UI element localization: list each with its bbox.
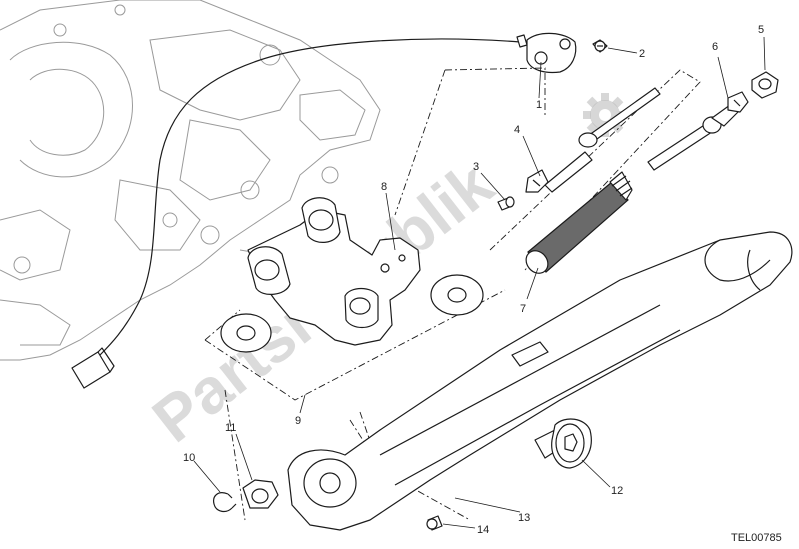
callout-10: 10 bbox=[183, 452, 195, 464]
pin-part-6 bbox=[647, 91, 749, 171]
nut-part-5 bbox=[751, 71, 779, 99]
callout-6: 6 bbox=[712, 41, 718, 53]
side-stand-leg bbox=[287, 231, 793, 531]
callout-7: 7 bbox=[520, 303, 526, 315]
callout-9: 9 bbox=[295, 415, 301, 427]
engine-casing-outline bbox=[0, 0, 381, 361]
nut-part-11 bbox=[242, 479, 279, 509]
screw-part-3 bbox=[497, 196, 515, 211]
spring-part-7 bbox=[525, 171, 633, 274]
callout-4: 4 bbox=[514, 124, 520, 136]
leader-lines bbox=[193, 36, 766, 529]
sidestand-sensor-cable bbox=[71, 32, 577, 389]
callout-8: 8 bbox=[381, 181, 387, 193]
callout-11: 11 bbox=[225, 422, 236, 434]
callout-2: 2 bbox=[639, 48, 645, 60]
reference-code: TEL00785 bbox=[731, 532, 782, 544]
callout-3: 3 bbox=[473, 161, 479, 173]
callout-13: 13 bbox=[518, 512, 530, 524]
callout-14: 14 bbox=[477, 524, 489, 536]
sidestand-bracket bbox=[247, 197, 421, 346]
callout-5: 5 bbox=[758, 24, 764, 36]
bolt-part-12 bbox=[534, 418, 592, 469]
washers-part-9 bbox=[220, 274, 484, 353]
pin-part-4 bbox=[525, 87, 661, 193]
callout-labels: 1 2 3 4 5 6 7 8 9 10 11 12 13 14 bbox=[183, 24, 764, 536]
callout-12: 12 bbox=[611, 485, 623, 497]
screw-part-2 bbox=[592, 39, 608, 53]
callout-1: 1 bbox=[536, 99, 542, 111]
pin-part-14 bbox=[426, 515, 443, 531]
circlip-part-10 bbox=[213, 492, 237, 513]
